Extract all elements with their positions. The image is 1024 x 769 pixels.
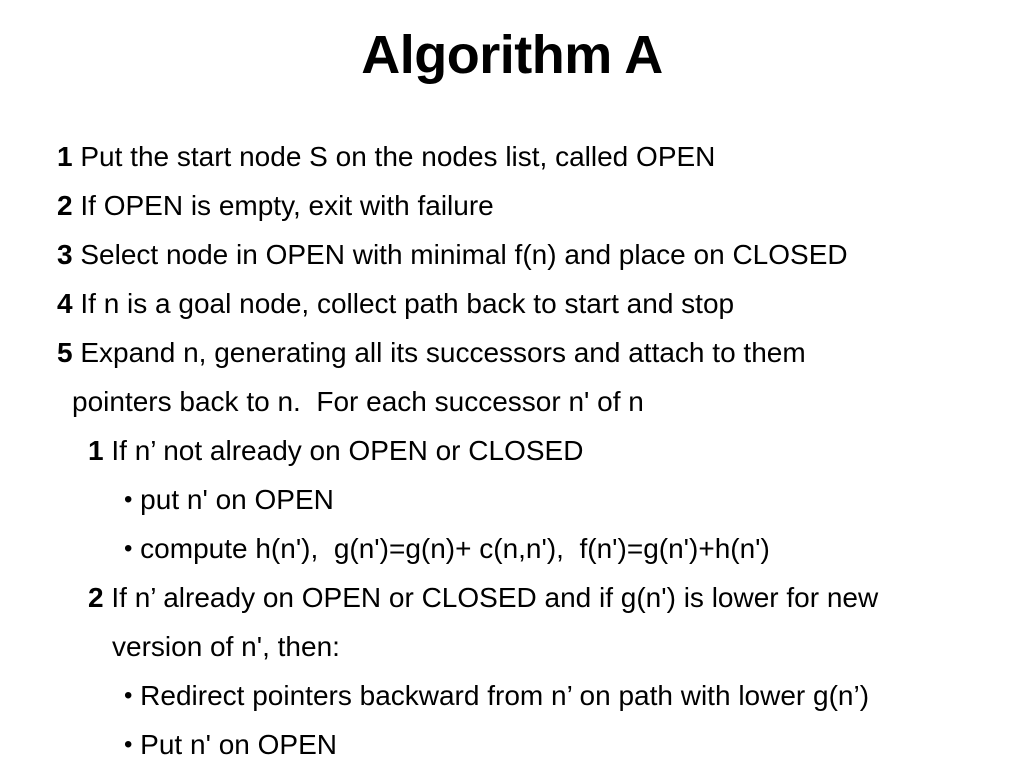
- list-item-step-5: 5 Expand n, generating all its successor…: [0, 328, 1024, 377]
- list-item-substep-2: 2 If n’ already on OPEN or CLOSED and if…: [0, 573, 1024, 622]
- step-number: 1: [57, 141, 73, 172]
- bullet-text: Put n' on OPEN: [132, 729, 337, 760]
- substep-text: If n’ not already on OPEN or CLOSED: [103, 435, 584, 466]
- substep-number: 2: [88, 582, 104, 613]
- list-item-step-3: 3 Select node in OPEN with minimal f(n) …: [0, 230, 1024, 279]
- step-text: If OPEN is empty, exit with failure: [72, 190, 494, 221]
- bullet-text: put n' on OPEN: [132, 484, 334, 515]
- substep-number: 1: [88, 435, 104, 466]
- bullet-icon: •: [124, 535, 133, 562]
- page-title: Algorithm A: [361, 25, 663, 85]
- list-item-step-2: 2 If OPEN is empty, exit with failure: [0, 181, 1024, 230]
- step-text: If n is a goal node, collect path back t…: [72, 288, 735, 319]
- list-item-bullet-put-n-on-open-2: • Put n' on OPEN: [0, 720, 1024, 769]
- step-text: Expand n, generating all its successors …: [72, 337, 806, 368]
- step-text: Put the start node S on the nodes list, …: [72, 141, 716, 172]
- bullet-icon: •: [124, 486, 133, 513]
- step-text: Select node in OPEN with minimal f(n) an…: [72, 239, 848, 270]
- step-number: 5: [57, 337, 73, 368]
- list-item-bullet-put-n-on-open: • put n' on OPEN: [0, 475, 1024, 524]
- list-item-bullet-redirect-pointers: • Redirect pointers backward from n’ on …: [0, 671, 1024, 720]
- substep-text: If n’ already on OPEN or CLOSED and if g…: [103, 582, 879, 613]
- list-item-step-5-continuation: pointers back to n. For each successor n…: [0, 377, 1024, 426]
- list-item-step-4: 4 If n is a goal node, collect path back…: [0, 279, 1024, 328]
- step-text-continued: pointers back to n. For each successor n…: [72, 386, 644, 417]
- step-number: 3: [57, 239, 73, 270]
- step-number: 4: [57, 288, 73, 319]
- list-item-step-1: 1 Put the start node S on the nodes list…: [0, 132, 1024, 181]
- bullet-icon: •: [124, 731, 133, 758]
- bullet-text: compute h(n'), g(n')=g(n)+ c(n,n'), f(n'…: [132, 533, 770, 564]
- list-item-bullet-compute-costs: • compute h(n'), g(n')=g(n)+ c(n,n'), f(…: [0, 524, 1024, 573]
- step-number: 2: [57, 190, 73, 221]
- algorithm-outline: 1 Put the start node S on the nodes list…: [0, 132, 1024, 769]
- substep-text-continued: version of n', then:: [112, 631, 340, 662]
- bullet-text: Redirect pointers backward from n’ on pa…: [132, 680, 870, 711]
- list-item-substep-1: 1 If n’ not already on OPEN or CLOSED: [0, 426, 1024, 475]
- bullet-icon: •: [124, 682, 133, 709]
- list-item-substep-2-continuation: version of n', then:: [0, 622, 1024, 671]
